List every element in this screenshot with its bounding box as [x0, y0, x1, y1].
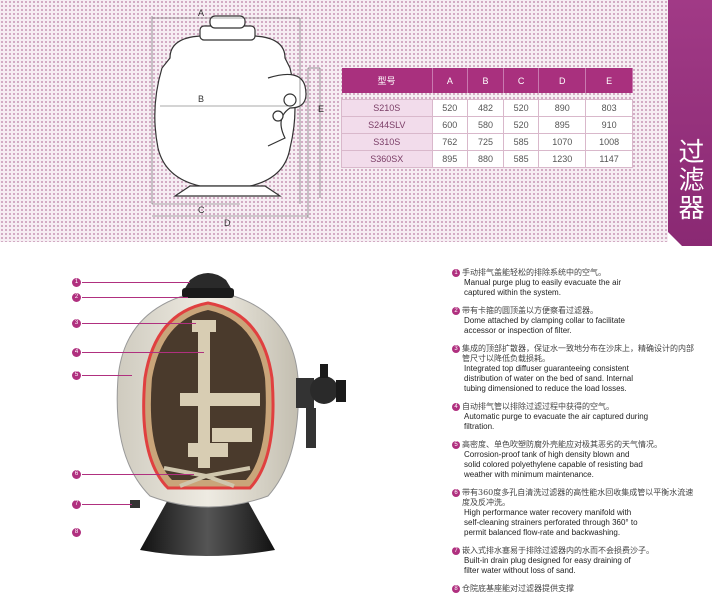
cell-model: S244SLV	[341, 116, 433, 134]
table-header-row: 型号 A B C D E	[341, 68, 633, 93]
part-number: 6	[452, 489, 460, 497]
dim-label-b: B	[198, 94, 204, 104]
part-text-en: accessor or inspection of filter.	[464, 326, 572, 335]
list-item: 1 手动排气盖能轻松的排除系统中的空气。 Manual purge plug t…	[452, 268, 697, 298]
part-text-en: filtration.	[464, 422, 495, 431]
parts-list: 1 手动排气盖能轻松的排除系统中的空气。 Manual purge plug t…	[452, 268, 697, 602]
list-item: 3 集成的顶部扩散器，保证水一致地分布在沙床上，精确设计的内部管尺寸以降低负载损…	[452, 344, 697, 394]
part-text-en: solid colored polyethylene capable of re…	[464, 460, 643, 469]
cell: 762	[431, 133, 469, 151]
cell: 1008	[585, 133, 633, 151]
part-text-cn: 带有360度多孔自清洗过滤器的高性能水回收集成管以平衡水流速度及反冲洗。	[462, 488, 694, 507]
part-text-en: High performance water recovery manifold…	[464, 508, 632, 517]
header-e: E	[585, 68, 633, 93]
callout-2: 2	[72, 293, 81, 302]
header-model: 型号	[341, 68, 433, 93]
callout-3: 3	[72, 319, 81, 328]
dimension-table: 型号 A B C D E S210S 520 482 520 890 803 S…	[341, 68, 633, 168]
cell: 520	[502, 99, 540, 117]
part-number: 5	[452, 441, 460, 449]
list-item: 5 高密度、单色吹塑防腐外壳能应对极其恶劣的天气情况。 Corrosion-pr…	[452, 440, 697, 480]
part-text-en: permit balanced flow-rate and backwashin…	[464, 528, 621, 537]
part-number: 1	[452, 269, 460, 277]
part-text-cn: 自动排气管以排除过滤过程中获得的空气。	[462, 402, 614, 411]
callout-7: 7	[72, 500, 81, 509]
part-number: 7	[452, 547, 460, 555]
cell: 895	[431, 150, 469, 168]
cell: 580	[467, 116, 504, 134]
cell: 880	[467, 150, 504, 168]
cell: 725	[467, 133, 504, 151]
table-row: S244SLV 600 580 520 895 910	[341, 116, 633, 134]
callout-8: 8	[72, 528, 81, 537]
cell: 585	[502, 133, 540, 151]
part-text-en: Dome attached by clamping collar to faci…	[464, 316, 625, 325]
table-row: S360SX 895 880 585 1230 1147	[341, 150, 633, 168]
cell-model: S310S	[341, 133, 433, 151]
part-text-en: captured within the system.	[464, 288, 561, 297]
part-text-cn: 带有卡箍的圆顶盖以方便察看过滤器。	[462, 306, 598, 315]
list-item: 8 仓院底基座能对过滤器提供支撑	[452, 584, 697, 594]
cell: 890	[538, 99, 587, 117]
cell: 482	[467, 99, 504, 117]
header-a: A	[432, 68, 469, 93]
filter-cutaway-illustration	[116, 273, 346, 556]
cell: 910	[585, 116, 633, 134]
dim-label-e: E	[318, 104, 324, 114]
part-number: 4	[452, 403, 460, 411]
part-text-cn: 手动排气盖能轻松的排除系统中的空气。	[462, 268, 606, 277]
part-number: 3	[452, 345, 460, 353]
part-text-en: Built-in drain plug designed for easy dr…	[464, 556, 631, 565]
cell: 600	[431, 116, 469, 134]
part-text-en: distribution of water on the bed of sand…	[464, 374, 633, 383]
section-title: 过滤器	[674, 138, 704, 222]
part-text-en: self-cleaning strainers perforated throu…	[464, 518, 638, 527]
part-text-en: Corrosion-proof tank of high density blo…	[464, 450, 630, 459]
part-text-en: Integrated top diffuser guaranteeing con…	[464, 364, 629, 373]
table-row: S210S 520 482 520 890 803	[341, 99, 633, 117]
dim-label-d: D	[224, 218, 231, 228]
part-number: 8	[452, 585, 460, 593]
dim-label-a: A	[198, 8, 204, 18]
list-item: 2 带有卡箍的圆顶盖以方便察看过滤器。 Dome attached by cla…	[452, 306, 697, 336]
part-text-cn: 嵌入式排水塞易于排除过滤器内的水而不会损费沙子。	[462, 546, 654, 555]
cell: 1070	[538, 133, 587, 151]
cell: 1230	[538, 150, 587, 168]
part-text-en: Manual purge plug to easily evacuate the…	[464, 278, 621, 287]
header-d: D	[538, 68, 587, 93]
header-c: C	[503, 68, 540, 93]
cell: 520	[502, 116, 540, 134]
filter-dimension-diagram: A B C D E	[151, 8, 324, 228]
callout-5: 5	[72, 371, 81, 380]
cell: 895	[538, 116, 587, 134]
callout-1: 1	[72, 278, 81, 287]
list-item: 4 自动排气管以排除过滤过程中获得的空气。 Automatic purge to…	[452, 402, 697, 432]
part-text-en: tubing dimensioned to reduce the load lo…	[464, 384, 627, 393]
cell: 520	[431, 99, 469, 117]
cell: 803	[585, 99, 633, 117]
part-text-cn: 集成的顶部扩散器，保证水一致地分布在沙床上，精确设计的内部管尺寸以降低负载损耗。	[462, 344, 694, 363]
cell: 585	[502, 150, 540, 168]
part-text-en: weather with minimum maintenance.	[464, 470, 594, 479]
part-text-en: Automatic purge to evacuate the air capt…	[464, 412, 649, 421]
part-text-en: filter water without loss of sand.	[464, 566, 576, 575]
header-b: B	[467, 68, 504, 93]
callout-6: 6	[72, 470, 81, 479]
part-text-cn: 高密度、单色吹塑防腐外壳能应对极其恶劣的天气情况。	[462, 440, 662, 449]
section-tab	[668, 0, 712, 246]
part-number: 2	[452, 307, 460, 315]
cell: 1147	[585, 150, 633, 168]
cell-model: S360SX	[341, 150, 433, 168]
cell-model: S210S	[341, 99, 433, 117]
callout-4: 4	[72, 348, 81, 357]
list-item: 6 带有360度多孔自清洗过滤器的高性能水回收集成管以平衡水流速度及反冲洗。 H…	[452, 488, 697, 538]
list-item: 7 嵌入式排水塞易于排除过滤器内的水而不会损费沙子。 Built-in drai…	[452, 546, 697, 576]
dim-label-c: C	[198, 205, 205, 215]
part-text-cn: 仓院底基座能对过滤器提供支撑	[462, 584, 574, 593]
table-row: S310S 762 725 585 1070 1008	[341, 133, 633, 151]
